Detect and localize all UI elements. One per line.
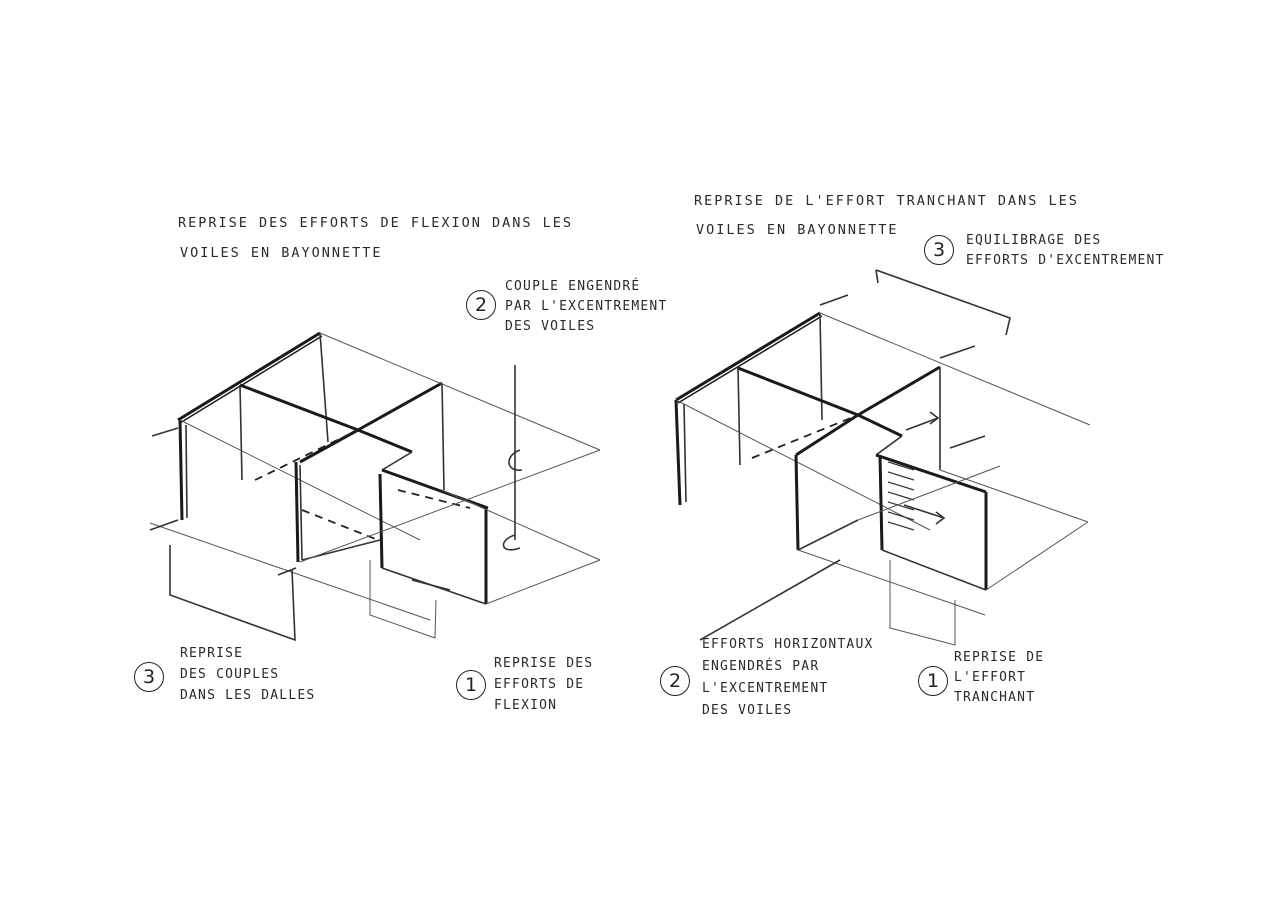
right-note2-line2: ENGENDRÉS PAR [702,659,820,674]
left-note3-number: 3 [134,662,164,692]
right-front-wall-left [878,454,884,551]
right-wall-left-vertical [674,399,682,506]
left-note2-line1: COUPLE ENGENDRÉ [505,279,641,294]
right-note2-line3: L'EXCENTREMENT [702,681,829,696]
right-note2-line4: DES VOILES [702,703,793,718]
left-note2-line2: PAR L'EXCENTREMENT [505,299,668,314]
left-mid-wall [294,461,300,563]
left-note1-line1: REPRISE DES [494,656,594,671]
left-title-line1: REPRISE DES EFFORTS DE FLEXION DANS LES [178,215,573,231]
left-front-wall-left [378,473,384,569]
left-diagram [149,331,601,642]
right-mid-wall [794,454,800,551]
left-note2-line3: DES VOILES [505,319,596,334]
left-note3-line1: REPRISE [180,646,244,661]
right-note1-line2: L'EFFORT [954,670,1027,685]
right-title-line2: VOILES EN BAYONNETTE [696,222,899,238]
right-diagram [674,269,1091,646]
left-note2-number: 2 [466,290,496,320]
left-title-line2: VOILES EN BAYONNETTE [180,245,383,261]
right-top-edge-long [675,311,821,402]
right-note1-number: 1 [918,666,948,696]
right-note3-number: 3 [924,235,954,265]
left-cross-top-edge [239,383,359,432]
right-note3-line1: EQUILIBRAGE DES [966,233,1102,248]
shear-hatch [887,461,915,531]
right-note2-line1: EFFORTS HORIZONTAUX [702,637,874,652]
left-note1-line3: FLEXION [494,698,558,713]
left-note1-number: 1 [456,670,486,700]
right-note1-line1: REPRISE DE [954,650,1045,665]
left-top-edge-long [177,331,321,422]
right-note3-line2: EFFORTS D'EXCENTREMENT [966,253,1165,268]
left-note3-line3: DANS LES DALLES [180,688,316,703]
left-note3-line2: DES COUPLES [180,667,280,682]
right-note1-line3: TRANCHANT [954,690,1036,705]
right-title-line1: REPRISE DE L'EFFORT TRANCHANT DANS LES [694,193,1079,209]
left-wall-back-vertical [319,332,329,443]
left-wall-left-vertical [178,419,184,521]
left-note1-line2: EFFORTS DE [494,677,585,692]
right-note2-number: 2 [660,666,690,696]
